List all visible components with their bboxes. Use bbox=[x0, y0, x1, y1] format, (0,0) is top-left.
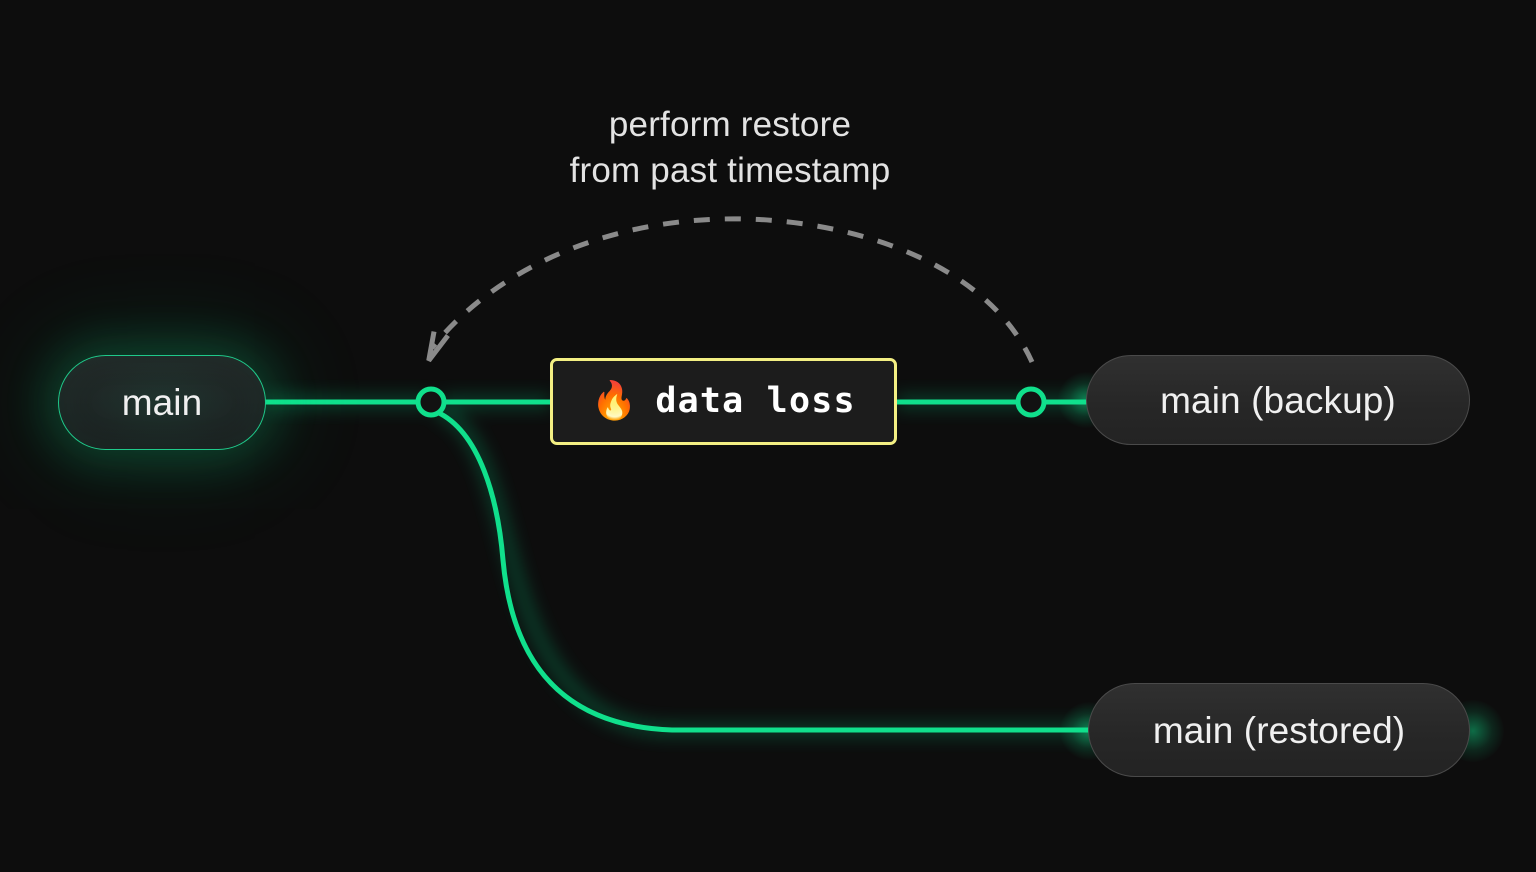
branch-point-backup[interactable] bbox=[1015, 386, 1047, 418]
restore-annotation: perform restore from past timestamp bbox=[0, 102, 1460, 194]
annotation-line-1: perform restore bbox=[608, 105, 852, 144]
node-main-restored-label: main (restored) bbox=[1152, 709, 1406, 751]
edge-fork-to-restored bbox=[434, 409, 1095, 733]
data-loss-event[interactable]: 🔥 data loss bbox=[550, 358, 897, 445]
node-main-backup[interactable]: main (backup) bbox=[1086, 355, 1470, 445]
branch-point-fork[interactable] bbox=[415, 386, 447, 418]
edge-glow bbox=[266, 399, 1090, 733]
data-loss-label: data loss bbox=[655, 381, 856, 421]
restore-arrowhead-icon bbox=[426, 331, 450, 363]
restore-arrow-path bbox=[430, 216, 1035, 364]
fire-emoji: 🔥 bbox=[591, 380, 638, 421]
node-main-backup-label: main (backup) bbox=[1160, 379, 1396, 421]
node-main-restored[interactable]: main (restored) bbox=[1088, 683, 1470, 777]
node-main[interactable]: main bbox=[58, 355, 266, 450]
annotation-line-2: from past timestamp bbox=[569, 151, 891, 190]
node-main-label: main bbox=[121, 382, 203, 423]
